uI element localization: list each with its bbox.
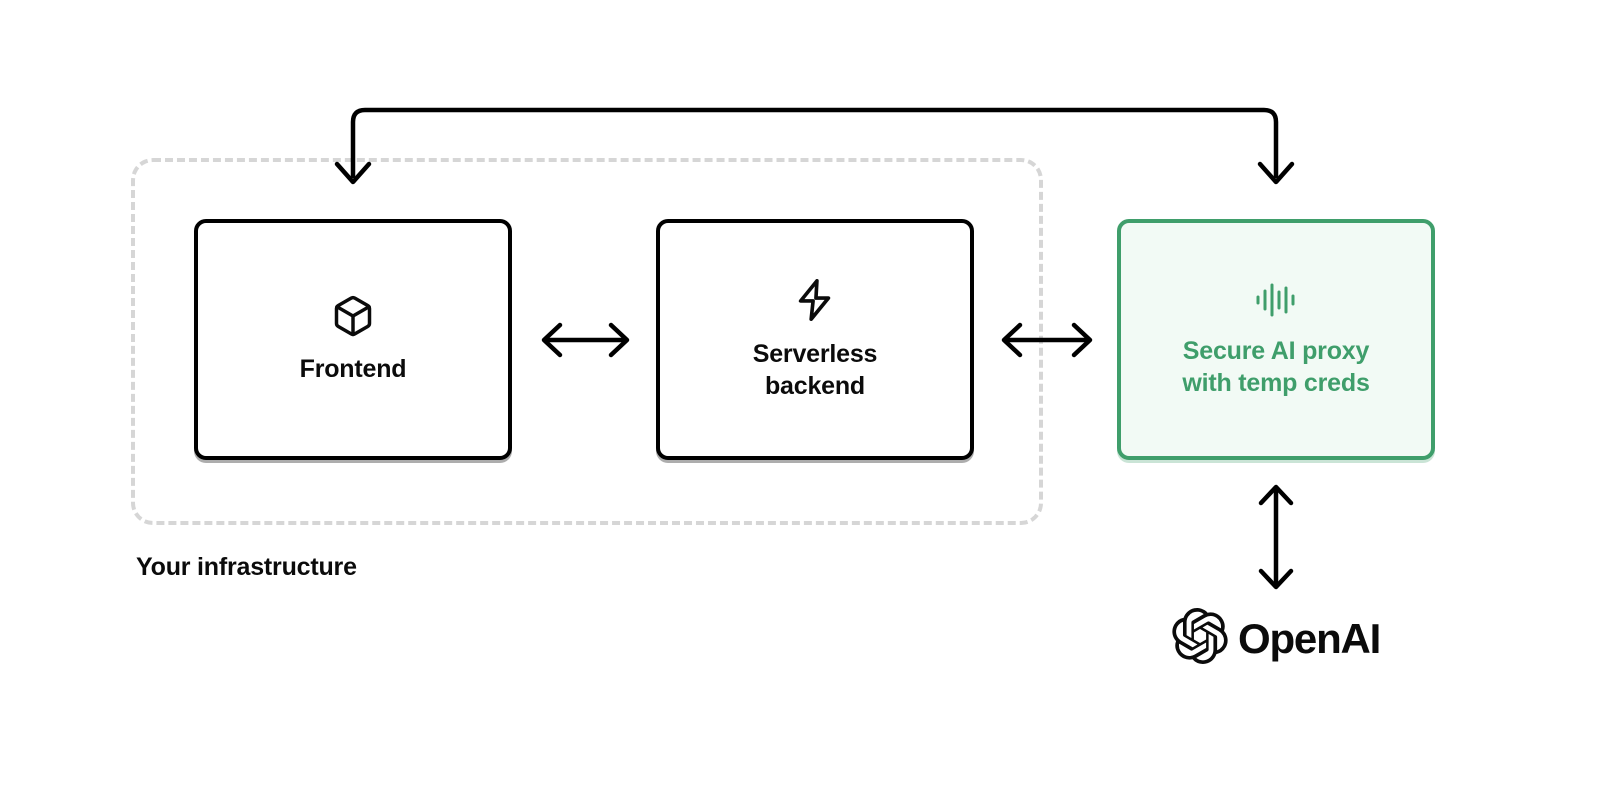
node-serverless-backend[interactable]: Serverless backend [656,219,974,460]
openai-logo: OpenAI [1172,608,1381,669]
node-frontend[interactable]: Frontend [194,219,512,460]
lightning-bolt-icon [792,277,838,328]
cube-icon [331,294,375,343]
node-secure-ai-proxy-label-line2: with temp creds [1182,369,1370,397]
node-serverless-backend-label: Serverless backend [753,338,878,403]
node-secure-ai-proxy-label-line1: Secure AI proxy [1182,336,1370,365]
node-serverless-backend-label-line2: backend [764,372,865,400]
openai-wordmark: OpenAI [1238,614,1381,662]
openai-logo-icon [1172,608,1228,669]
connector-proxy-openai [1258,484,1294,590]
infrastructure-boundary-label: Your infrastructure [136,553,357,581]
audio-waveform-icon [1253,280,1299,325]
node-serverless-backend-label-line1: Serverless [752,339,878,368]
node-secure-ai-proxy[interactable]: Secure AI proxy with temp creds [1117,219,1435,460]
node-frontend-label: Frontend [299,354,407,383]
node-secure-ai-proxy-label: Secure AI proxy with temp creds [1182,335,1370,400]
